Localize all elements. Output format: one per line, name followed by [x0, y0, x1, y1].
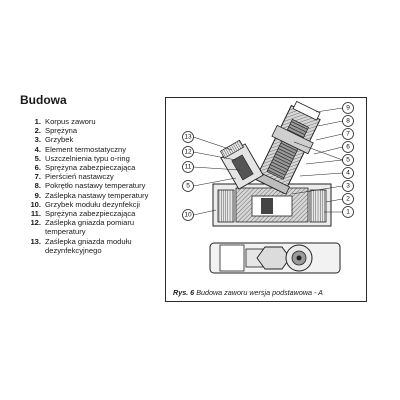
item-number: 7.: [34, 172, 41, 182]
item-label: Element termostatyczny: [45, 144, 127, 154]
item-number: 9.: [34, 190, 41, 200]
valve-bottom-view: [209, 242, 341, 274]
caption-prefix: Rys. 6: [173, 288, 195, 297]
list-item: 13. Zaślepka gniazda modułu dezynfekcyjne…: [20, 237, 162, 255]
parts-list: 1. Korpus zaworu 2. Sprężyna 3. Grzybek 4. E…: [20, 117, 162, 255]
item-label: Uszczelnienia typu o-ring: [45, 153, 130, 163]
list-item: 3. Grzybek: [20, 135, 162, 144]
item-number: 11.: [30, 209, 41, 219]
list-item: 4. Element termostatyczny: [20, 145, 162, 154]
callout-3-label: 3: [346, 183, 350, 190]
list-item: 6. Sprężyna zabezpieczająca: [20, 163, 162, 172]
item-label: Pokrętło nastawy temperatury: [45, 181, 146, 191]
list-item: 9. Zaślepka nastawy temperatury: [20, 191, 162, 200]
callout-7-label: 7: [346, 131, 350, 138]
item-number: 6.: [34, 163, 41, 173]
item-number: 2.: [34, 126, 41, 136]
callout-9-label: 9: [346, 105, 350, 112]
item-number: 4.: [34, 144, 41, 154]
list-item: 5. Uszczelnienia typu o-ring: [20, 154, 162, 163]
list-item: 7. Pierścień nastawczy: [20, 172, 162, 181]
leader-lines: [193, 107, 343, 216]
item-label: Sprężyna zabezpieczająca: [45, 163, 136, 173]
callout-12-label: 12: [184, 149, 192, 156]
list-item: 8. Pokrętło nastawy temperatury: [20, 181, 162, 190]
disinfection-port: [219, 139, 264, 190]
list-item: 10. Grzybek modułu dezynfekcji: [20, 200, 162, 209]
item-label: Grzybek modułu dezynfekcji: [45, 199, 140, 209]
list-item: 11. Sprężyna zabezpieczająca: [20, 209, 162, 218]
valve-cross-section-drawing: 9 8 7 6 5 4 3 2 1 13 12 11 5 10: [182, 100, 354, 274]
section-title: Budowa: [20, 93, 67, 107]
item-label: Zaślepka nastawy temperatury: [45, 190, 149, 200]
item-label: Sprężyna zabezpieczająca: [45, 209, 136, 219]
item-number: 10.: [30, 199, 41, 209]
valve-body: [212, 183, 332, 227]
list-item: 1. Korpus zaworu: [20, 117, 162, 126]
list-item: 12. Zaślepka gniazda pomiaru temperatury: [20, 218, 162, 236]
callout-13-label: 13: [184, 134, 192, 141]
caption-text: Budowa zaworu wersja podstawowa - A: [196, 288, 323, 297]
callout-4-label: 4: [346, 170, 350, 177]
item-label: Zaślepka gniazda pomiaru temperatury: [45, 218, 135, 237]
callout-6-label: 6: [346, 144, 350, 151]
item-number: 12.: [30, 218, 41, 228]
callout-5-right-label: 5: [346, 157, 350, 164]
list-item: 2. Sprężyna: [20, 126, 162, 135]
item-label: Grzybek: [45, 135, 74, 145]
figure-frame: 9 8 7 6 5 4 3 2 1 13 12 11 5 10 Rys. 6 B…: [165, 97, 367, 302]
item-number: 3.: [34, 135, 41, 145]
callout-10-label: 10: [184, 212, 192, 219]
figure-caption: Rys. 6 Budowa zaworu wersja podstawowa -…: [173, 288, 323, 297]
item-label: Zaślepka gniazda modułu dezynfekcyjnego: [45, 236, 132, 255]
item-number: 13.: [30, 236, 41, 246]
item-label: Korpus zaworu: [45, 117, 96, 126]
item-label: Sprężyna: [45, 126, 78, 136]
callout-2-label: 2: [346, 196, 350, 203]
item-label: Pierścień nastawczy: [45, 172, 114, 182]
thermostatic-head: [253, 100, 321, 195]
item-number: 5.: [34, 153, 41, 163]
item-number: 1.: [34, 117, 41, 126]
item-number: 8.: [34, 181, 41, 191]
callout-8-label: 8: [346, 118, 350, 125]
callout-11-label: 11: [185, 164, 192, 171]
callout-1-label: 1: [346, 209, 350, 216]
callout-5-left-label: 5: [186, 183, 190, 190]
